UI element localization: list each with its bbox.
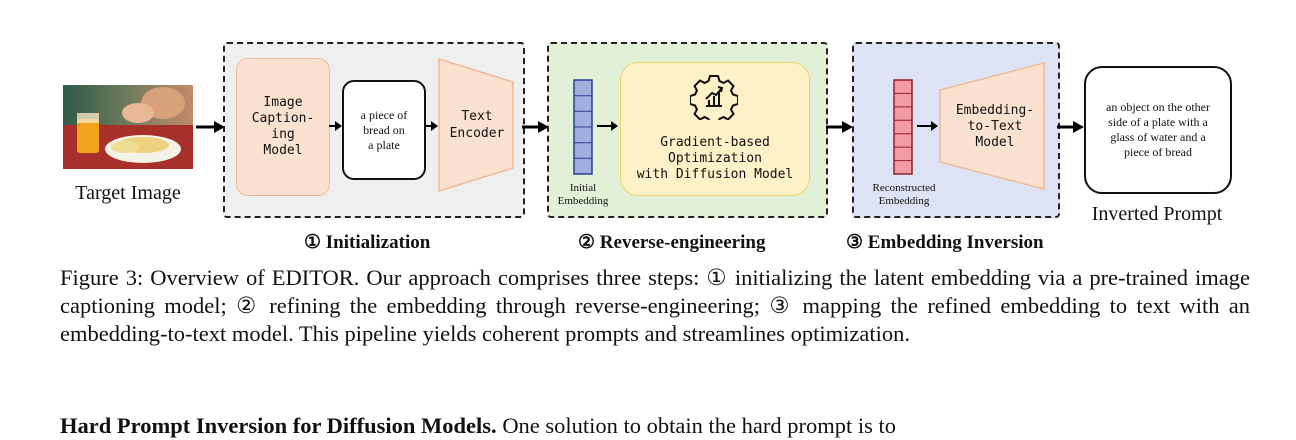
figure-caption: Figure 3: Overview of EDITOR. Our approa…	[60, 265, 1250, 346]
optimization-box	[620, 62, 810, 196]
step-label-reverse-engineering: ② Reverse-engineering	[578, 232, 766, 253]
paragraph-heading: Hard Prompt Inversion for Diffusion Mode…	[60, 413, 497, 438]
embedding-to-text-label: Embedding- to-Text Model	[955, 103, 1035, 150]
arrow-stage2-to-stage3	[826, 119, 854, 135]
embedding-to-text-trapezoid	[939, 62, 1045, 190]
initial-embedding-label: Initial Embedding	[557, 182, 609, 207]
reconstructed-embedding-label: Reconstructed Embedding	[872, 182, 936, 207]
arrow-stage1-to-stage2	[522, 119, 550, 135]
image-captioning-model-box: Image Caption- ing Model	[236, 58, 330, 196]
arrow-caption-to-encoder	[425, 120, 439, 132]
paragraph-line: Hard Prompt Inversion for Diffusion Mode…	[60, 412, 1250, 440]
arrow-stage3-to-prompt	[1057, 119, 1085, 135]
target-image-label: Target Image	[75, 182, 181, 204]
step-label-embedding-inversion: ③ Embedding Inversion	[846, 232, 1044, 253]
caption-text-box: a piece of bread on a plate	[342, 80, 426, 180]
target-image	[63, 85, 193, 169]
paragraph-text: One solution to obtain the hard prompt i…	[502, 413, 897, 438]
arrow-image-to-stage1	[196, 119, 226, 135]
optimization-label: Gradient-based Optimization with Diffusi…	[636, 135, 794, 182]
gear-chart-icon	[689, 72, 739, 125]
inverted-prompt-box: an object on the other side of a plate w…	[1084, 66, 1232, 194]
text-encoder-trapezoid	[438, 57, 514, 193]
arrow-captioner-to-caption	[329, 120, 343, 132]
reconstructed-embedding-vector	[893, 79, 913, 175]
step-label-initialization: ① Initialization	[304, 232, 431, 253]
initial-embedding-vector	[573, 79, 593, 175]
arrow-embedding-to-optimization	[597, 120, 619, 132]
inverted-prompt-label: Inverted Prompt	[1091, 203, 1223, 225]
arrow-embedding-to-decoder	[917, 120, 939, 132]
text-encoder-label: Text Encoder	[449, 109, 505, 141]
